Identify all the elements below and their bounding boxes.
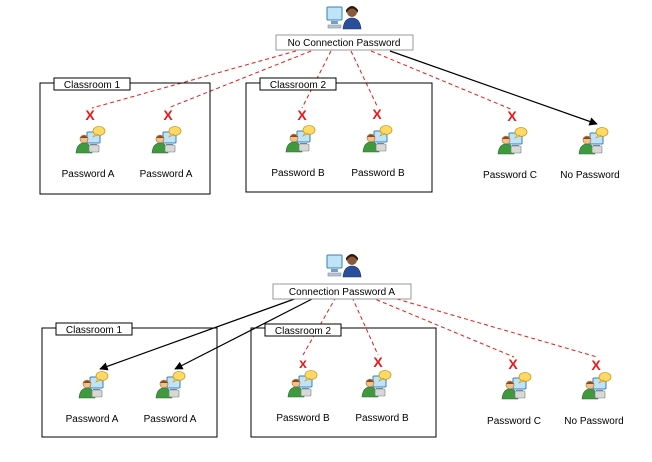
blocked-x-mark: X — [507, 108, 517, 124]
student-password-label: Password A — [62, 169, 115, 180]
bottom-diagram: Classroom 1 Classroom 2 Connection Passw… — [41, 253, 624, 438]
teacher-label: No Connection Password — [288, 38, 401, 49]
teacher-computer-icon — [326, 253, 362, 278]
student-computer-icon — [78, 371, 109, 399]
blocked-connection-line — [350, 50, 379, 109]
blocked-connection-line — [369, 296, 515, 358]
student-computer-icon — [155, 371, 186, 399]
blocked-x-mark: X — [591, 357, 601, 373]
student-password-label: Password A — [66, 414, 119, 425]
classroom-1-label: Classroom 1 — [66, 325, 123, 336]
blocked-connection-line — [351, 296, 379, 356]
teacher-label-box — [275, 34, 414, 51]
student-password-label: Password B — [351, 168, 405, 179]
blocked-x-mark: x — [299, 355, 307, 371]
blocked-connection-line — [91, 50, 297, 109]
blocked-connection-line — [167, 50, 312, 109]
blocked-connection-line — [370, 50, 514, 111]
student-password-label: No Password — [564, 416, 623, 427]
blocked-x-mark: X — [373, 354, 383, 370]
student-password-label: No Password — [560, 170, 619, 181]
classroom-1-label: Classroom 1 — [64, 80, 121, 91]
classroom-2-label: Classroom 2 — [270, 80, 327, 91]
student-password-label: Password C — [483, 170, 537, 181]
student-password-label: Password C — [487, 416, 541, 427]
blocked-connection-line — [389, 296, 598, 358]
teacher-label-box — [272, 283, 412, 300]
student-password-label: Password B — [276, 413, 330, 424]
blocked-x-mark: X — [163, 107, 173, 123]
teacher-label: Connection Password A — [289, 287, 396, 298]
allowed-connection-arrow — [174, 296, 317, 370]
student-computer-icon — [501, 372, 532, 400]
student-password-label: Password A — [144, 414, 197, 425]
student-computer-icon — [285, 125, 316, 153]
classroom-2-box — [245, 82, 433, 193]
student-computer-icon — [497, 127, 528, 155]
classroom-1-label-box — [53, 77, 131, 91]
blocked-x-mark: X — [508, 356, 518, 372]
student-computer-icon — [287, 370, 318, 398]
student-computer-icon — [151, 126, 182, 154]
blocked-x-mark: X — [372, 106, 382, 122]
classroom-1-label-box — [55, 322, 133, 336]
classroom-2-label: Classroom 2 — [275, 326, 332, 337]
blocked-x-mark: X — [85, 107, 95, 123]
classroom-2-label-box — [259, 77, 337, 91]
top-diagram: Classroom 1 Classroom 2 No Connection Pa… — [39, 5, 620, 195]
student-computer-icon — [75, 126, 106, 154]
allowed-connection-arrow — [389, 50, 598, 126]
student-password-label: Password B — [271, 168, 325, 179]
classroom-2-box — [250, 327, 437, 438]
allowed-connection-arrow — [99, 296, 301, 371]
student-computer-icon — [578, 127, 609, 155]
classroom-2-label-box — [264, 323, 342, 337]
student-computer-icon — [362, 125, 393, 153]
teacher-computer-icon — [326, 5, 362, 30]
blocked-x-mark: X — [297, 107, 307, 123]
student-computer-icon — [581, 372, 612, 400]
student-password-label: Password B — [355, 413, 409, 424]
student-computer-icon — [361, 370, 392, 398]
student-password-label: Password A — [140, 169, 193, 180]
